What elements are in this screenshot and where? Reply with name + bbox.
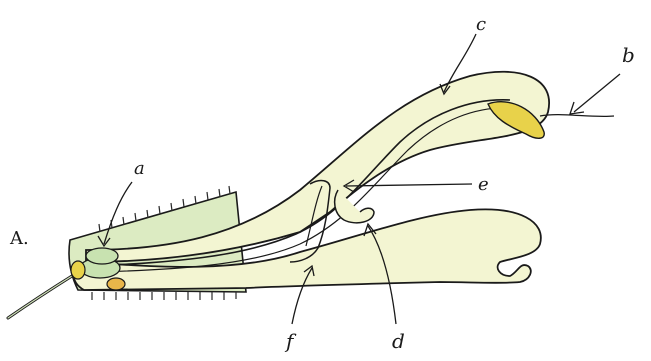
style-thread [540, 115, 614, 117]
nectary-yellow [71, 261, 85, 279]
label-a: a [134, 158, 145, 179]
nectary-orange [107, 278, 125, 290]
label-f: f [284, 329, 297, 353]
appendage-d [335, 190, 374, 223]
calyx-hairs-bottom [92, 292, 236, 300]
label-c: c [476, 14, 486, 35]
label-d: d [392, 329, 405, 353]
arrow-b [574, 74, 620, 112]
label-A: A. [9, 228, 29, 249]
label-b: b [622, 43, 635, 67]
label-e: e [478, 174, 489, 195]
